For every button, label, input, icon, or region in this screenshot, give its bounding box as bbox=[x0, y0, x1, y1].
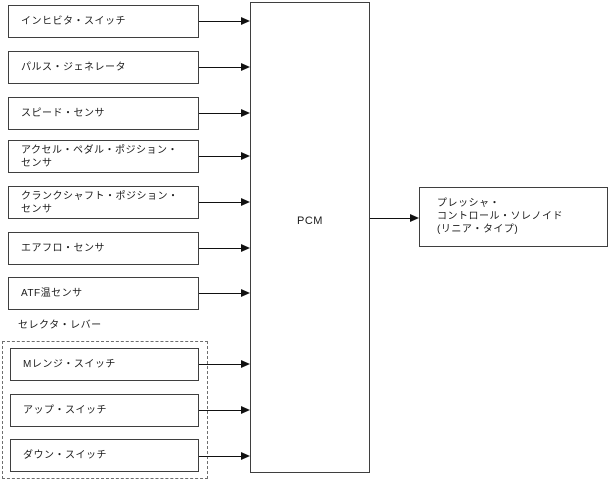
up-switch-box: アップ・スイッチ bbox=[10, 394, 199, 427]
pcm-box: PCM bbox=[250, 2, 370, 473]
pulse-generator-box: パルス・ジェネレータ bbox=[8, 51, 199, 84]
arrow-pcm-to-pressure-control-solenoid bbox=[370, 214, 419, 222]
atf-temp-sensor-label: ATF温センサ bbox=[21, 288, 83, 299]
arrow-down-switch-to-pcm bbox=[199, 452, 250, 460]
arrow-up-switch-to-pcm bbox=[199, 406, 250, 414]
selector-lever-group-label: セレクタ・レバー bbox=[18, 320, 102, 331]
pressure-control-solenoid-label: プレッシャ・ コントロール・ソレノイド (リニア・タイプ) bbox=[437, 198, 563, 235]
m-range-switch-label: Mレンジ・スイッチ bbox=[23, 359, 116, 370]
arrow-atf-temp-sensor-to-pcm bbox=[199, 289, 250, 297]
arrow-pulse-generator-to-pcm bbox=[199, 63, 250, 71]
airflow-sensor-box: エアフロ・センサ bbox=[8, 232, 199, 265]
down-switch-box: ダウン・スイッチ bbox=[10, 439, 199, 472]
arrow-accel-pedal-position-sensor-to-pcm bbox=[199, 152, 250, 160]
arrow-airflow-sensor-to-pcm bbox=[199, 244, 250, 252]
arrow-m-range-switch-to-pcm bbox=[199, 360, 250, 368]
atf-temp-sensor-box: ATF温センサ bbox=[8, 277, 199, 310]
pressure-control-solenoid-box: プレッシャ・ コントロール・ソレノイド (リニア・タイプ) bbox=[419, 187, 608, 247]
speed-sensor-label: スピード・センサ bbox=[21, 108, 105, 119]
inhibitor-switch-box: インヒビタ・スイッチ bbox=[8, 5, 199, 38]
pcm-label: PCM bbox=[297, 215, 323, 227]
m-range-switch-box: Mレンジ・スイッチ bbox=[10, 348, 199, 381]
airflow-sensor-label: エアフロ・センサ bbox=[21, 243, 105, 254]
accel-pedal-position-sensor-box: アクセル・ペダル・ポジション・ センサ bbox=[8, 140, 199, 173]
down-switch-label: ダウン・スイッチ bbox=[23, 450, 107, 461]
pulse-generator-label: パルス・ジェネレータ bbox=[21, 62, 126, 73]
arrow-inhibitor-switch-to-pcm bbox=[199, 17, 250, 25]
arrow-crankshaft-position-sensor-to-pcm bbox=[199, 198, 250, 206]
crankshaft-position-sensor-label: クランクシャフト・ポジション・ センサ bbox=[21, 190, 179, 215]
arrow-speed-sensor-to-pcm bbox=[199, 109, 250, 117]
crankshaft-position-sensor-box: クランクシャフト・ポジション・ センサ bbox=[8, 186, 199, 219]
accel-pedal-position-sensor-label: アクセル・ペダル・ポジション・ センサ bbox=[21, 144, 178, 169]
speed-sensor-box: スピード・センサ bbox=[8, 97, 199, 130]
inhibitor-switch-label: インヒビタ・スイッチ bbox=[21, 16, 126, 27]
up-switch-label: アップ・スイッチ bbox=[23, 405, 107, 416]
